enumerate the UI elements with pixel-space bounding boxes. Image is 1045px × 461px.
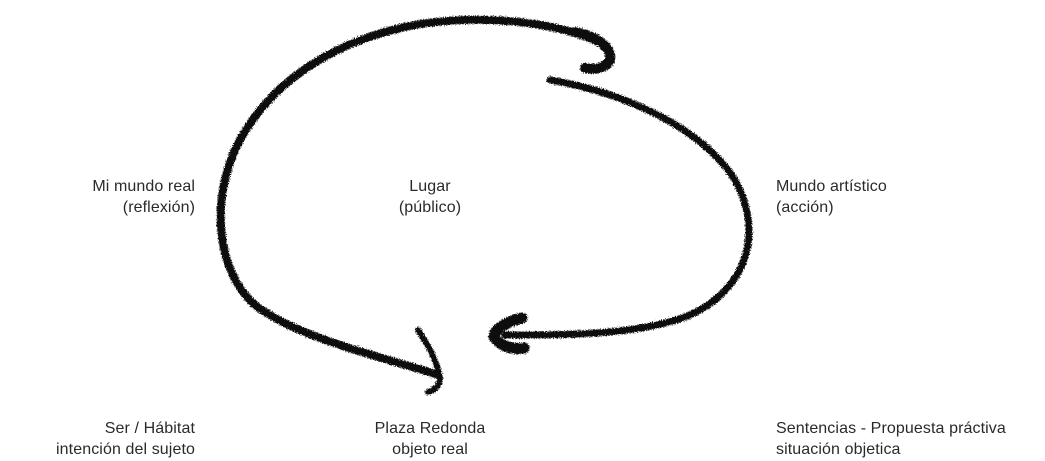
label-place: Lugar (público) xyxy=(330,176,530,218)
label-artistic-world-line1: Mundo artístico xyxy=(776,176,887,197)
label-plaza-redonda: Plaza Redonda objeto real xyxy=(330,418,530,460)
cycle-arrowhead-top xyxy=(575,32,610,69)
label-being-line1: Ser / Hábitat xyxy=(56,418,195,439)
label-real-world-line1: Mi mundo real xyxy=(92,176,195,197)
cycle-arc-right xyxy=(505,80,749,335)
label-being-line2: intención del sujeto xyxy=(56,439,195,460)
label-plaza-line2: objeto real xyxy=(330,439,530,460)
label-sentences-line1: Sentencias - Propuesta práctiva xyxy=(776,418,1006,439)
label-sentences: Sentencias - Propuesta práctiva situació… xyxy=(776,418,1006,460)
label-sentences-line2: situación objetica xyxy=(776,439,1006,460)
cycle-arrowhead-bottom xyxy=(418,330,440,392)
label-plaza-line1: Plaza Redonda xyxy=(330,418,530,439)
label-artistic-world: Mundo artístico (acción) xyxy=(776,176,887,218)
label-being-habitat: Ser / Hábitat intención del sujeto xyxy=(56,418,195,460)
label-artistic-world-line2: (acción) xyxy=(776,197,887,218)
label-place-line1: Lugar xyxy=(330,176,530,197)
label-real-world-line2: (reflexión) xyxy=(92,197,195,218)
label-place-line2: (público) xyxy=(330,197,530,218)
label-real-world: Mi mundo real (reflexión) xyxy=(92,176,195,218)
